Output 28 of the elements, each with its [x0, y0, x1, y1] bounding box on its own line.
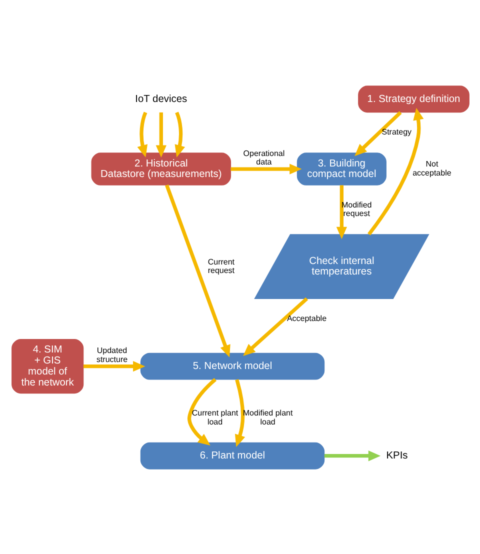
edge-label: Updated structure [96, 346, 128, 364]
arrow [230, 163, 302, 174]
edge-label: Operational data [242, 148, 284, 166]
node-text: KPIs [386, 450, 408, 462]
edge-label: Strategy [381, 127, 412, 136]
arrow [336, 184, 347, 239]
arrow [234, 378, 245, 446]
node-box: 3. Building compact model [296, 152, 386, 185]
edge-label: Acceptable [286, 314, 326, 323]
arrow [174, 111, 185, 157]
arrow [242, 296, 308, 356]
edge-label: Current request [207, 256, 234, 274]
arrow [324, 450, 380, 461]
edge-label: Current plant load [191, 408, 238, 426]
arrow [155, 112, 166, 157]
node-box: 2. Historical Datastore (measurements) [90, 152, 231, 185]
node-text: IoT devices [134, 93, 187, 104]
arrow [186, 378, 216, 445]
arrow [164, 184, 230, 357]
arrow [82, 360, 145, 372]
arrow [367, 107, 424, 235]
node-box: 5. Network model [140, 352, 324, 380]
arrow [354, 110, 402, 156]
node-box: 4. SIM + GIS model of the network [11, 338, 84, 394]
node-box: 6. Plant model [140, 442, 324, 469]
node-box: 1. Strategy definition [358, 85, 469, 112]
edge-label: Not acceptable [412, 159, 451, 177]
arrow [136, 111, 148, 157]
